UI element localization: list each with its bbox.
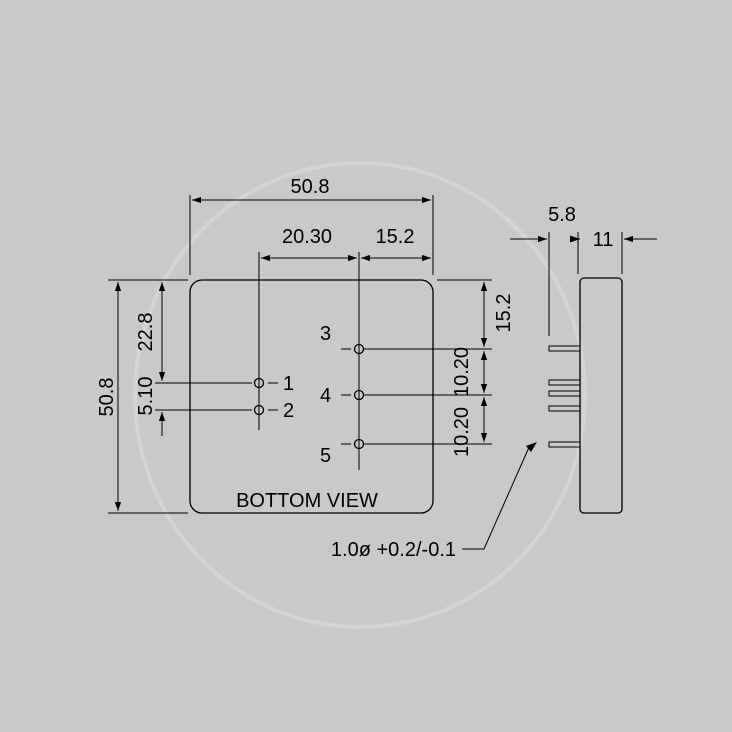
dim-overall-height-label: 50.8 <box>96 378 118 417</box>
pin-diameter-arrow <box>526 442 537 452</box>
pin-diameter-leader <box>462 444 531 550</box>
pin-2-hole <box>253 404 265 416</box>
dim-body-thickness-label: 11 <box>593 229 614 251</box>
pin-2-label: 2 <box>283 400 294 422</box>
pin-diameter-label: 1.0ø +0.2/-0.1 <box>331 539 456 561</box>
bottom-view-label: BOTTOM VIEW <box>236 490 378 512</box>
dim-pin-length-arrow-right <box>570 235 580 243</box>
dim-pin-spacing-x-label: 15.2 <box>376 226 415 248</box>
dim-pin-offset-y-label: 22.8 <box>135 313 157 352</box>
side-pin-4 <box>548 390 581 397</box>
module-outline <box>189 279 434 514</box>
watermark-circle <box>133 161 587 629</box>
dim-pin3-to-pin4-label: 10.20 <box>451 347 473 397</box>
dim-pin-spacing-small-label: 5.10 <box>135 377 157 416</box>
side-pin-5 <box>548 441 581 448</box>
pin-4-label: 4 <box>320 385 331 407</box>
pin-5-hole <box>353 438 365 450</box>
pin-4-hole <box>353 389 365 401</box>
pin-3-label: 3 <box>320 323 331 345</box>
dim-pin4-to-pin5-label: 10.20 <box>451 407 473 457</box>
side-pin-2 <box>548 405 581 412</box>
dim-top-to-pin3-label: 15.2 <box>493 294 515 333</box>
dim-pin-length-label: 5.8 <box>548 204 576 226</box>
pin-1-label: 1 <box>283 373 294 395</box>
side-pin-1 <box>548 379 581 386</box>
side-pin-3 <box>548 345 581 352</box>
pin-1-hole <box>253 377 265 389</box>
dim-pin-offset-x-label: 20.30 <box>282 226 332 248</box>
pin-5-label: 5 <box>320 445 331 467</box>
pin-3-hole <box>353 343 365 355</box>
dim-overall-width-label: 50.8 <box>291 176 330 198</box>
